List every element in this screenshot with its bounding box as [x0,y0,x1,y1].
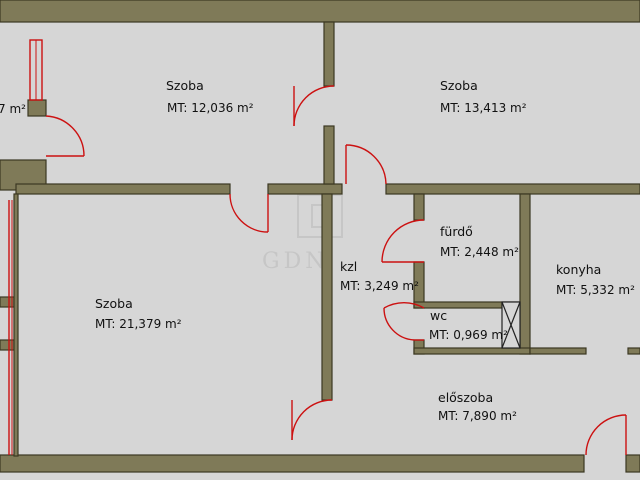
room-szoba-top-right-area: MT: 13,413 m² [440,101,527,115]
door-top-left-room [45,115,85,157]
door-wc [383,301,425,341]
room-konyha-name: konyha [556,262,601,277]
wall-mid-left [15,183,231,195]
room-szoba-top-left-area: MT: 12,036 m² [167,101,254,115]
wall-mid-center [267,183,343,195]
room-wc-name: wc [430,308,447,323]
room-furdo-area: MT: 2,448 m² [440,245,519,259]
wall-left-inner [13,193,19,457]
wall-left-pillar [27,99,47,117]
door-bathroom [381,219,425,263]
door-mid-right [345,144,387,185]
room-kzl-name: kzl [340,259,357,274]
wall-top-divider-lower [323,125,335,185]
partial-room-area: 7 m² [0,102,26,116]
wall-mid-right [385,183,640,195]
wall-top [0,0,640,23]
room-szoba-top-left-name: Szoba [166,78,204,93]
shaft [501,301,521,349]
wall-bottom-right [625,454,640,473]
doors [45,85,627,456]
gdn-watermark: GDN [262,194,343,274]
door-big-room [291,399,333,441]
watermark-text: GDN [262,249,328,274]
wall-top-divider [323,21,335,87]
wall-bath-left [413,193,425,221]
door-mid-left [229,193,269,233]
room-eloszoba-name: előszoba [438,390,493,405]
wall-bottom-left [0,454,585,473]
room-szoba-left-area: MT: 21,379 m² [95,317,182,331]
room-wc-area: MT: 0,969 m² [429,328,508,342]
room-szoba-left-name: Szoba [95,296,133,311]
door-entrance [585,414,627,456]
wall-kitchen-bottom [529,347,587,355]
room-eloszoba-area: MT: 7,890 m² [438,409,517,423]
room-furdo-name: fürdő [440,224,473,239]
windows [8,39,43,455]
room-szoba-top-right-name: Szoba [440,78,478,93]
room-labels: 7 m² Szoba MT: 12,036 m² Szoba MT: 13,41… [0,78,635,423]
room-konyha-area: MT: 5,332 m² [556,283,635,297]
room-kzl-area: MT: 3,249 m² [340,279,419,293]
wall-kzl-left [321,193,333,401]
door-top-right-room [293,85,335,127]
wall-kitchen-bottom-right [627,347,640,355]
wall-bath-right [519,193,531,355]
wall-wc-bottom [413,347,531,355]
